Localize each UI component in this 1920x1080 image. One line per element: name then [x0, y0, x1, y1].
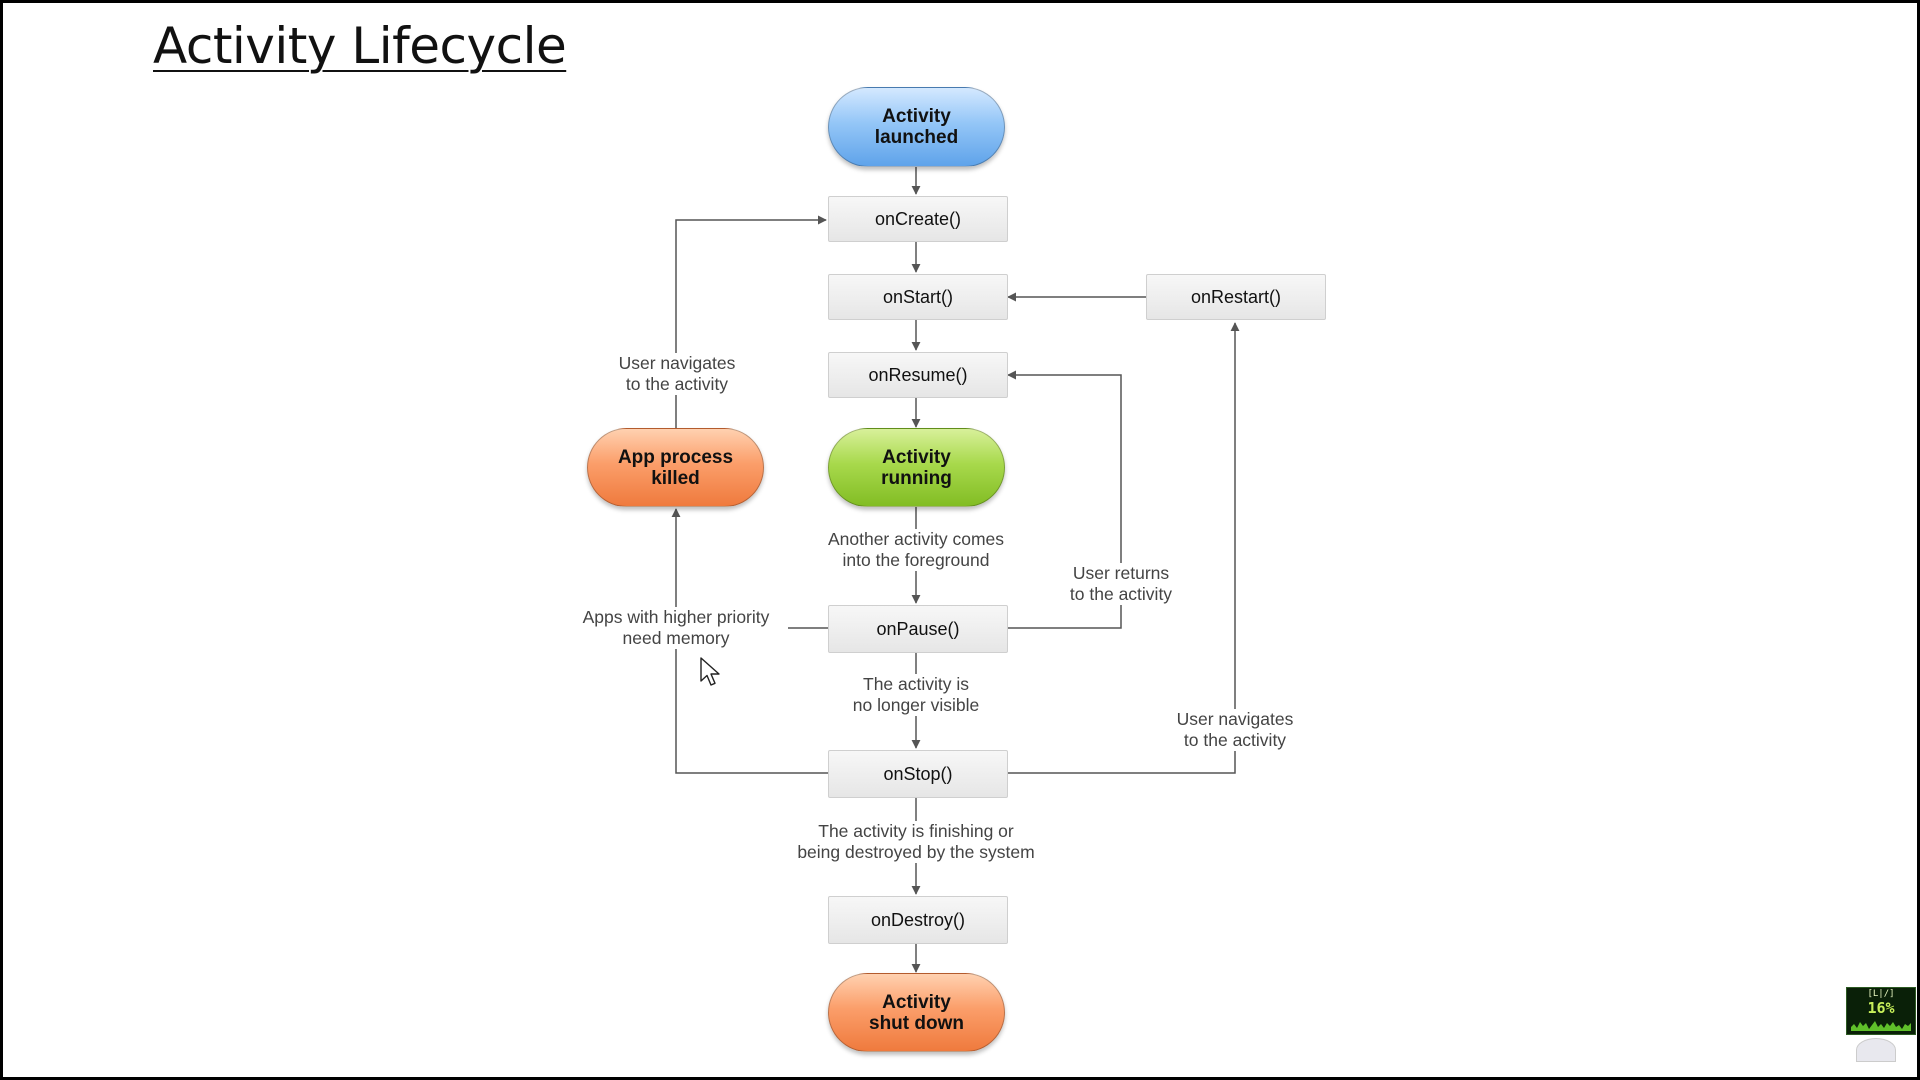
overlay-activity-graph — [1851, 1021, 1911, 1031]
label-no-longer-visible: The activity is no longer visible — [846, 674, 986, 716]
overlay-percent: 16% — [1867, 999, 1895, 1017]
label-user-navigates-top: User navigates to the activity — [612, 353, 742, 395]
method-ondestroy: onDestroy() — [828, 896, 1008, 944]
method-onresume: onResume() — [828, 352, 1008, 398]
edge-onpause-onresume — [1007, 370, 1122, 629]
label-another-activity: Another activity comes into the foregrou… — [821, 529, 1011, 571]
state-app-process-killed: App process killed — [587, 428, 764, 507]
performance-overlay-widget: [L|/] 16% — [1846, 987, 1916, 1035]
label-user-navigates-right: User navigates to the activity — [1170, 709, 1300, 751]
avatar — [1856, 1038, 1896, 1062]
state-activity-running: Activity running — [828, 428, 1005, 507]
label-apps-higher-priority: Apps with higher priority need memory — [575, 607, 777, 649]
mouse-cursor-icon — [700, 657, 720, 686]
slide: Activity Lifecycle — [3, 3, 1917, 1077]
edge-killed-oncreate — [675, 215, 827, 431]
state-activity-launched: Activity launched — [828, 87, 1005, 167]
state-activity-shut-down: Activity shut down — [828, 973, 1005, 1052]
method-onpause: onPause() — [828, 605, 1008, 653]
label-user-returns: User returns to the activity — [1065, 563, 1177, 605]
method-oncreate: onCreate() — [828, 196, 1008, 242]
method-onrestart: onRestart() — [1146, 274, 1326, 320]
slide-title: Activity Lifecycle — [153, 17, 567, 75]
overlay-top-text: [L|/] — [1867, 989, 1895, 999]
edge-onstop-onrestart — [1008, 322, 1240, 774]
label-finishing: The activity is finishing or being destr… — [791, 821, 1041, 863]
method-onstop: onStop() — [828, 750, 1008, 798]
method-onstart: onStart() — [828, 274, 1008, 320]
edge-onstop-killed — [671, 508, 828, 774]
